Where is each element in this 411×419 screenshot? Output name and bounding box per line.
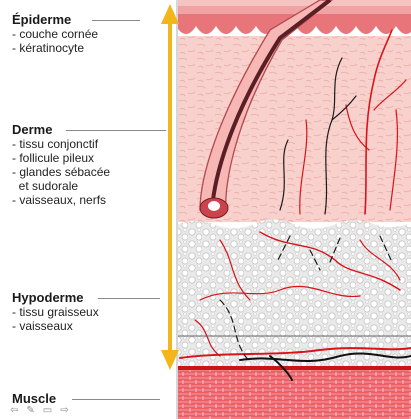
label-muscle: Muscle (12, 391, 56, 406)
leader-line (98, 298, 160, 299)
layer-item: et sudorale (12, 179, 110, 193)
layer-item: - glandes sébacée (12, 165, 110, 179)
layer-item: - tissu graisseux (12, 305, 99, 319)
label-epiderme: Épiderme - couche cornée - kératinocyte (12, 12, 98, 55)
slide-toolbar: ⇦ ✎ ▭ ⇨ (10, 405, 69, 416)
label-hypoderme: Hypoderme - tissu graisseux - vaisseaux (12, 290, 99, 333)
layer-title: Hypoderme (12, 290, 99, 305)
layer-title: Muscle (12, 391, 56, 406)
arrow-left-icon[interactable]: ⇦ (10, 405, 18, 416)
arrow-right-icon[interactable]: ⇨ (60, 405, 68, 416)
leader-line (72, 399, 160, 400)
layer-item: - vaisseaux, nerfs (12, 193, 110, 207)
slides-icon[interactable]: ▭ (43, 405, 52, 416)
skin-cross-section (160, 0, 411, 419)
pen-icon[interactable]: ✎ (26, 405, 34, 416)
leader-line (92, 20, 140, 21)
leader-line (66, 130, 166, 131)
layer-title: Épiderme (12, 12, 98, 27)
layer-item: - couche cornée (12, 27, 98, 41)
layer-item: - tissu conjonctif (12, 137, 110, 151)
layer-item: - vaisseaux (12, 319, 99, 333)
muscle-layer (176, 366, 411, 419)
layer-item: - follicule pileux (12, 151, 110, 165)
label-derme: Derme - tissu conjonctif - follicule pil… (12, 122, 110, 207)
layer-item: - kératinocyte (12, 41, 98, 55)
